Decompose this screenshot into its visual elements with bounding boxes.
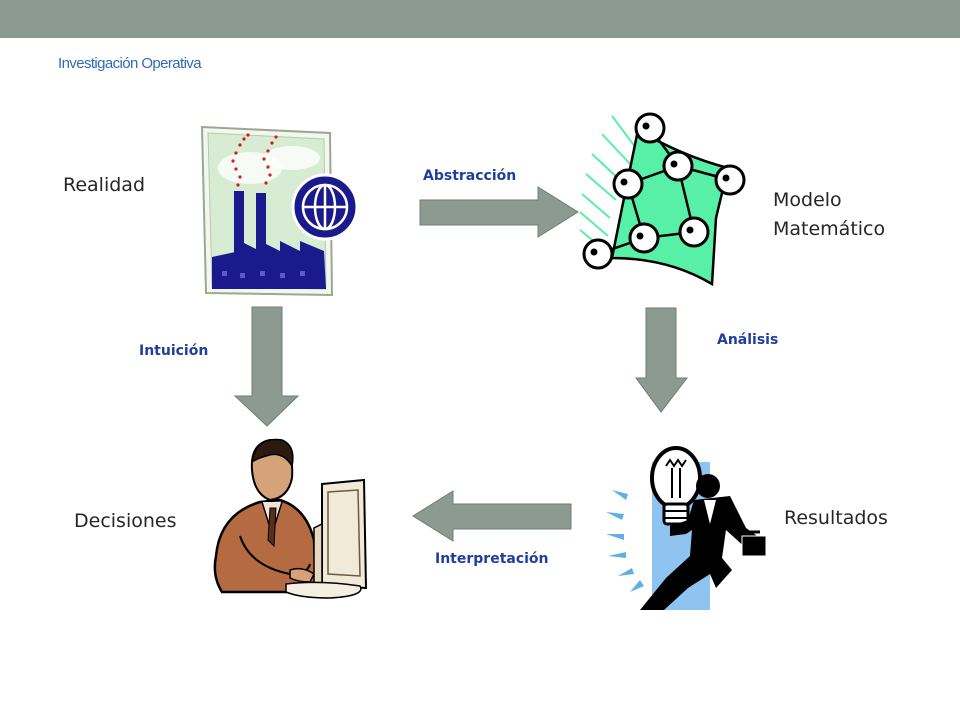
node-label-modelo-matematico: Modelo Matemático bbox=[773, 186, 885, 244]
edge-label-abstraccion: Abstracción bbox=[423, 168, 517, 184]
factory-globe-clipart bbox=[200, 125, 359, 297]
edge-label-interpretacion: Interpretación bbox=[435, 551, 549, 567]
node-label-modelo-line1: Modelo bbox=[773, 189, 842, 211]
node-label-decisiones: Decisiones bbox=[74, 510, 177, 532]
node-label-modelo-line2: Matemático bbox=[773, 218, 886, 240]
arrow-interpretacion bbox=[412, 490, 572, 542]
graph-network-clipart bbox=[579, 112, 746, 287]
node-label-resultados: Resultados bbox=[784, 507, 888, 529]
top-bar bbox=[0, 0, 960, 38]
edge-label-analisis: Análisis bbox=[717, 332, 779, 348]
node-label-realidad: Realidad bbox=[63, 174, 146, 196]
arrow-analisis bbox=[635, 307, 689, 413]
slide-header: Investigación Operativa bbox=[58, 55, 202, 72]
arrow-abstraccion bbox=[419, 186, 579, 238]
arrow-intuicion bbox=[233, 306, 300, 427]
person-at-computer-clipart bbox=[213, 438, 368, 599]
edge-label-intuicion: Intuición bbox=[139, 343, 209, 359]
lightbulb-idea-clipart bbox=[606, 446, 767, 610]
